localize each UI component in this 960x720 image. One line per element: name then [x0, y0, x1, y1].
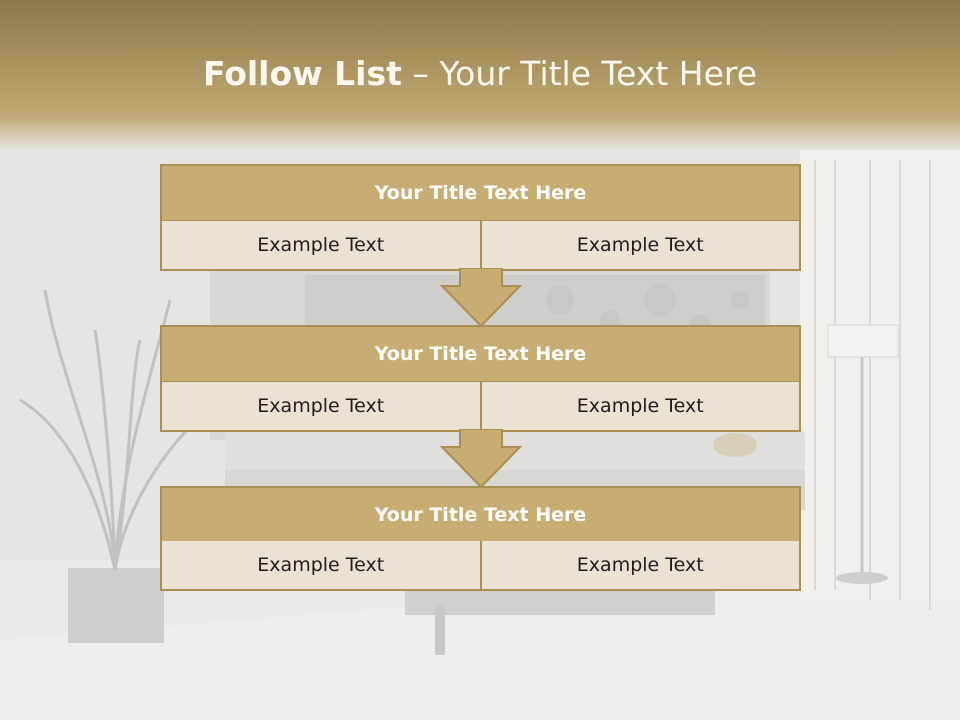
step-cell-right: Example Text: [479, 221, 800, 269]
step-title: Your Title Text Here: [160, 325, 801, 383]
down-arrow-icon: [440, 429, 522, 489]
step-cell-right: Example Text: [479, 382, 800, 430]
step-cell-left: Example Text: [257, 234, 385, 256]
step-title: Your Title Text Here: [160, 486, 801, 543]
step-cell-right: Example Text: [479, 541, 800, 589]
step-title: Your Title Text Here: [160, 164, 801, 222]
slide-title-rest: – Your Title Text Here: [401, 54, 758, 93]
step-row: Example Text Example Text: [160, 382, 801, 432]
step-cell-left: Example Text: [257, 554, 385, 576]
slide-title: Follow List – Your Title Text Here: [0, 54, 960, 93]
down-arrow-icon: [440, 268, 522, 328]
step-row: Example Text Example Text: [160, 541, 801, 591]
step-row: Example Text Example Text: [160, 221, 801, 271]
header-band: [0, 0, 960, 150]
slide-title-bold: Follow List: [202, 54, 402, 93]
step-cell-left: Example Text: [257, 395, 385, 417]
